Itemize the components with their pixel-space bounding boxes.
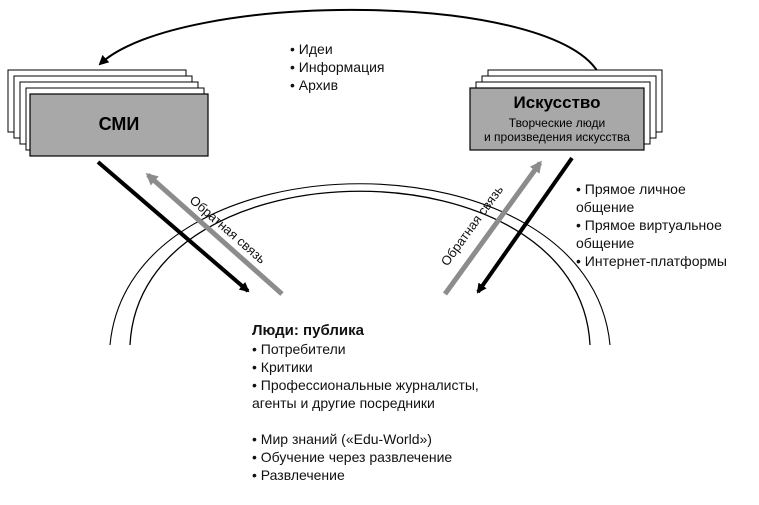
media-box <box>29 93 209 157</box>
art-channels-list: Прямое личное общение Прямое виртуальное… <box>576 180 727 270</box>
audience-dome-outer <box>129 190 591 346</box>
top-flow-list: Идеи Информация Архив <box>290 40 385 94</box>
feedback-to-art-arrow <box>442 160 543 296</box>
audience-item: Критики <box>252 358 479 376</box>
audience-item: Профессиональные журналисты, агенты и др… <box>252 376 479 412</box>
top-flow-arrow <box>98 8 601 77</box>
top-flow-item: Идеи <box>290 40 385 58</box>
art-channel-item: Интернет-платформы <box>576 252 727 270</box>
audience-block: Люди: публика Потребители Критики Профес… <box>252 322 479 484</box>
media-stack <box>7 69 209 157</box>
art-subtitle: Творческие люди и произведения искусства <box>484 116 630 144</box>
top-flow-item: Информация <box>290 58 385 76</box>
feedback-to-media-arrow <box>145 173 284 296</box>
media-to-audience-arrow <box>96 160 250 293</box>
audience-item: Потребители <box>252 340 479 358</box>
art-channel-item: Прямое виртуальное общение <box>576 216 727 252</box>
art-title: Искусство <box>513 93 601 112</box>
audience-title: Люди: публика <box>252 322 364 339</box>
top-flow-item: Архив <box>290 76 385 94</box>
media-title: СМИ <box>98 114 140 134</box>
audience-item: Обучение через развлечение <box>252 448 479 466</box>
audience-item: Мир знаний («Edu-World») <box>252 430 479 448</box>
audience-item: Развлечение <box>252 466 479 484</box>
art-to-audience-arrow <box>476 156 574 294</box>
art-stack <box>469 69 663 151</box>
art-channel-item: Прямое личное общение <box>576 180 727 216</box>
art-box <box>469 87 645 151</box>
